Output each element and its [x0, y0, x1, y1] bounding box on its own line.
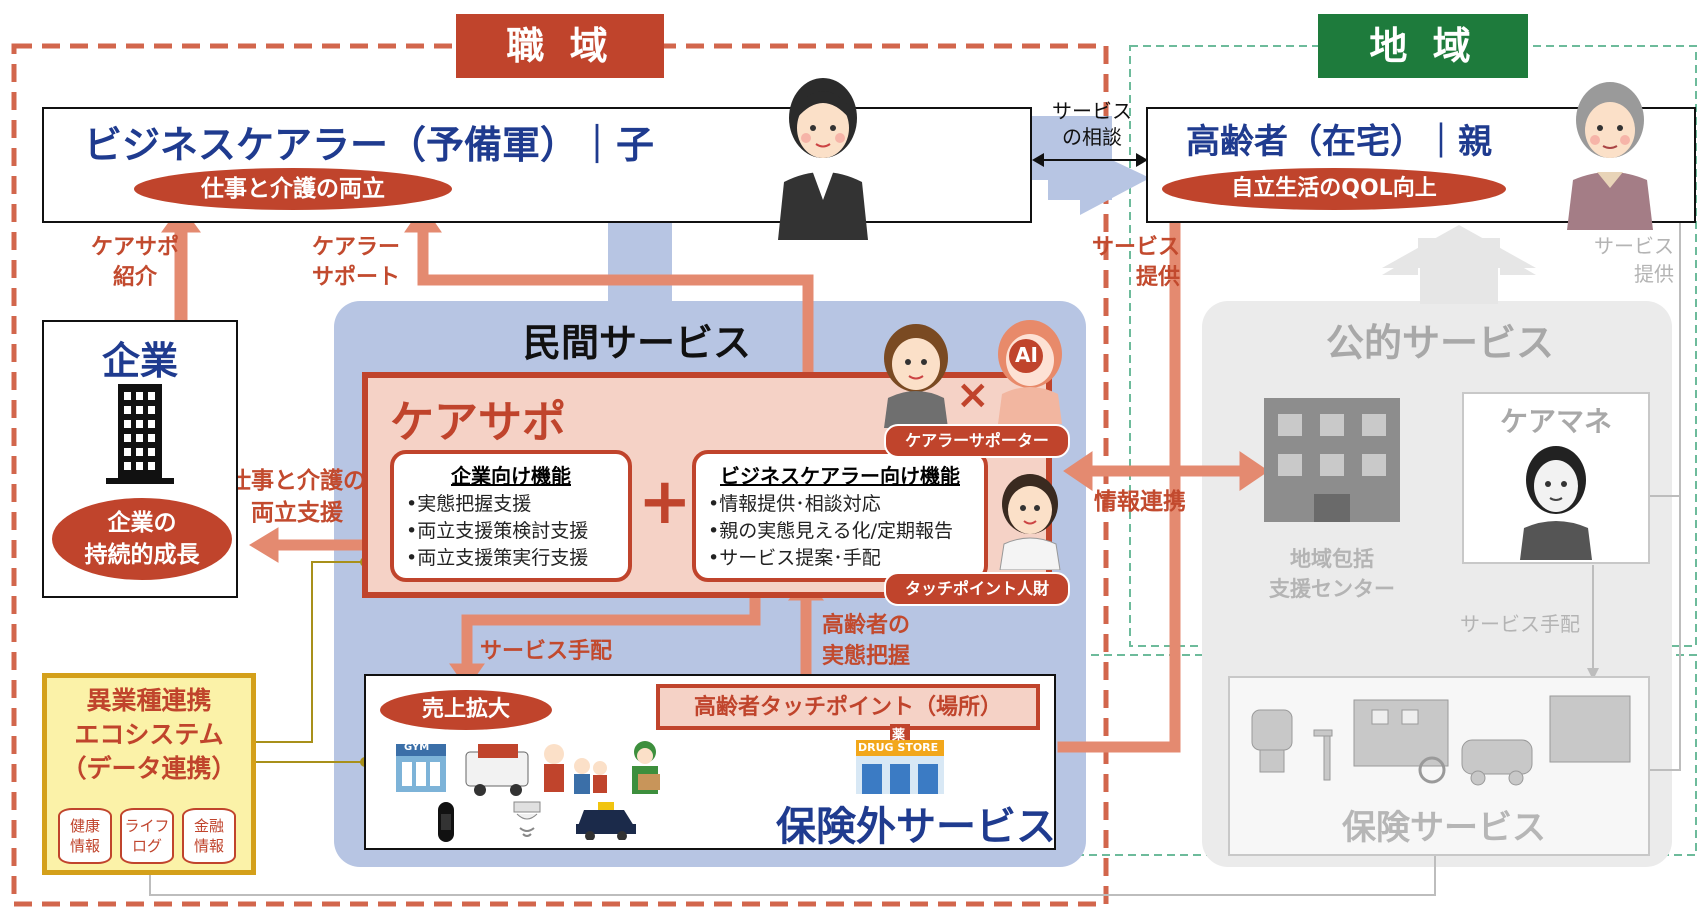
work-care-balance-pill: 仕事と介護の両立 — [134, 168, 452, 210]
health-data-cylinder: 健康情報 — [58, 808, 112, 864]
care-manager-person-icon — [1506, 440, 1606, 564]
corp-functions-list: •実態把握支援 •両立支援策検討支援 •両立支援策実行支援 — [406, 491, 616, 572]
taxi-car-icon — [574, 796, 638, 844]
delivery-person-icon — [620, 738, 670, 802]
house-cleaning-icon — [538, 738, 610, 802]
carer-functions-card: ビジネスケアラー向け機能 •情報提供･相談対応 •親の実態見える化/定期報告 •… — [692, 450, 988, 582]
list-item: •両立支援策実行支援 — [406, 547, 589, 569]
finance-data-cylinder: 金融情報 — [182, 808, 236, 864]
list-item: •サービス提案･手配 — [708, 547, 881, 569]
business-carer-person-icon — [768, 70, 878, 244]
elderly-title: 高齢者（在宅）｜親 — [1186, 122, 1492, 162]
service-arrange-label: サービス手配 — [480, 639, 613, 664]
carer-functions-title: ビジネスケアラー向け機能 — [720, 464, 960, 488]
sensor-icon — [512, 800, 542, 846]
list-item: •情報提供･相談対応 — [708, 493, 881, 515]
company-title: 企業 — [101, 339, 178, 383]
service-consult-label: サービス の相談 — [1052, 99, 1132, 149]
touchpoint-staff-label: タッチポイント人財 — [884, 572, 1070, 606]
care-equipment-icons — [1242, 690, 1642, 794]
sales-expand-pill: 売上拡大 — [380, 690, 552, 730]
touchpoint-staff-icon — [990, 470, 1070, 574]
info-link-label: 情報連携 — [1094, 489, 1186, 515]
corp-functions-title: 企業向け機能 — [451, 464, 571, 488]
business-carer-title: ビジネスケアラー（予備軍）｜子 — [84, 123, 655, 167]
caresapo-title: ケアサポ — [390, 397, 566, 448]
ai-supporter-icon — [990, 314, 1070, 428]
elderly-parent-icon — [1555, 70, 1665, 234]
company-growth-pill: 企業の持続的成長 — [52, 498, 232, 580]
community-center-building-icon — [1264, 398, 1400, 526]
lifelog-data-cylinder: ライフログ — [120, 808, 174, 864]
ecosystem-connectors — [256, 561, 365, 763]
carer-supporter-label: ケアラーサポーター — [884, 424, 1070, 458]
yaku-sign: 薬 — [892, 728, 906, 743]
public-service-provide-label: サービス提供 — [1594, 234, 1674, 286]
ai-badge: AI — [1015, 343, 1038, 367]
community-center-label: 地域包括支援センター — [1269, 547, 1395, 601]
gym-icon — [394, 742, 448, 798]
list-item: •実態把握支援 — [406, 493, 532, 515]
work-care-support-label: 仕事と介護の両立支援 — [228, 468, 366, 526]
drugstore-icon — [850, 724, 950, 800]
gym-label: GYM — [404, 742, 430, 753]
bento-truck-icon — [464, 738, 534, 802]
office-building-icon — [100, 380, 180, 489]
plus-sign: + — [638, 465, 692, 539]
public-services-title: 公的サービス — [1326, 321, 1555, 365]
public-up-arrow — [1382, 230, 1536, 275]
community-tab: 地 域 — [1318, 14, 1528, 78]
ecosystem-title: 異業種連携エコシステム（データ連携） — [61, 686, 237, 783]
corp-functions-card: 企業向け機能 •実態把握支援 •両立支援策検討支援 •両立支援策実行支援 — [390, 450, 632, 582]
caresapo-intro-label: ケアサポ紹介 — [90, 235, 179, 290]
non-insurance-title: 保険外サービス — [776, 804, 1056, 850]
carer-supporter-person-icon — [876, 318, 956, 432]
carer-support-label: ケアラーサポート — [312, 235, 401, 290]
care-manager-title: ケアマネ — [1499, 405, 1612, 438]
service-provide-label: サービス提供 — [1091, 235, 1180, 290]
workplace-tab: 職 域 — [456, 14, 664, 78]
private-services-title: 民間サービス — [523, 321, 752, 365]
drugstore-sign: DRUG STORE — [858, 741, 939, 754]
public-service-arrange-label: サービス手配 — [1460, 612, 1580, 636]
cross-icon: × — [956, 372, 990, 418]
touchpoint-place-label: 高齢者タッチポイント（場所） — [656, 684, 1040, 730]
list-item: •両立支援策検討支援 — [406, 520, 589, 542]
qol-pill: 自立生活のQOL向上 — [1162, 168, 1506, 210]
elderly-grasp-label: 高齢者の実態把握 — [822, 613, 911, 669]
list-item: •親の実態見える化/定期報告 — [708, 520, 954, 542]
carer-functions-list: •情報提供･相談対応 •親の実態見える化/定期報告 •サービス提案･手配 — [708, 491, 972, 572]
insurance-services-title: 保険サービス — [1342, 808, 1546, 848]
fitness-band-icon — [434, 800, 458, 848]
